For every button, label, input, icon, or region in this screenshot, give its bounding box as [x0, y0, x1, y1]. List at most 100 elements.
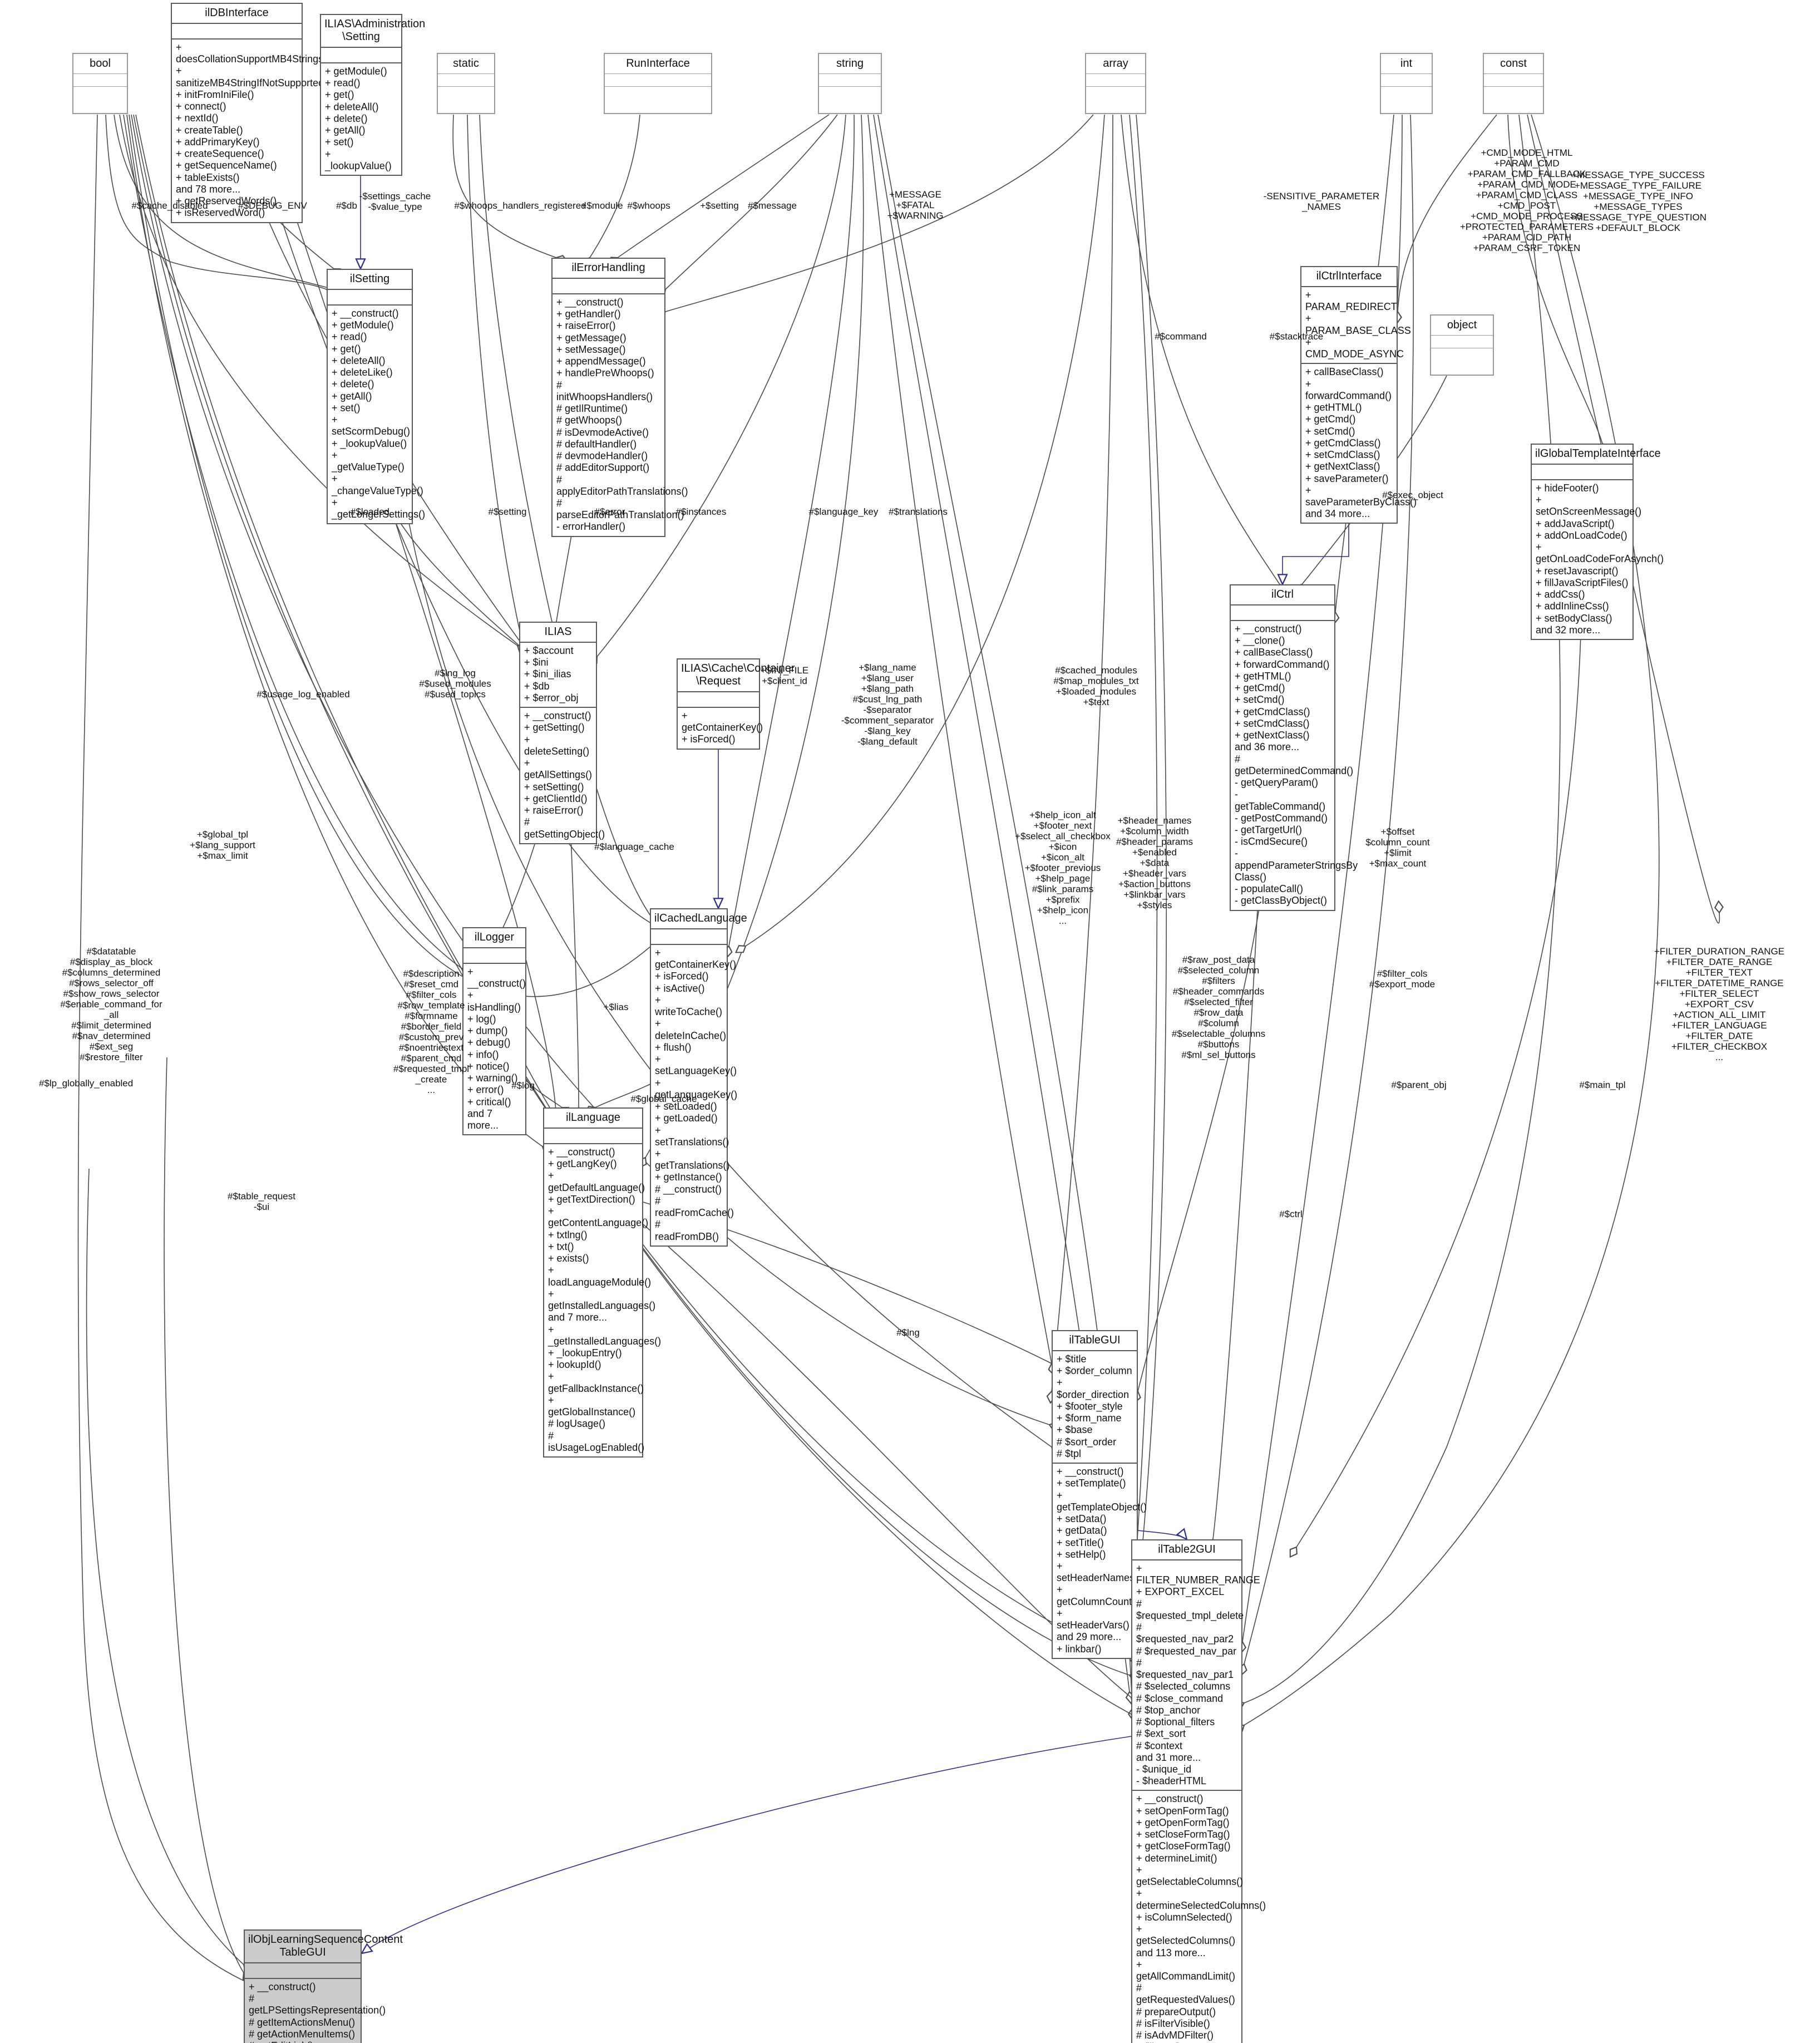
- class-operation: + getSetting(): [524, 722, 585, 733]
- edge-label-raw_post_data_block: #$raw_post_data #$selected_column #$filt…: [1171, 954, 1266, 1061]
- class-operation: + getColumnCount(): [1057, 1584, 1139, 1607]
- edge-label-stacktrace: #$stacktrace: [1269, 331, 1324, 342]
- class-node-title: ILIAS\Cache\Container \Request: [678, 659, 795, 692]
- class-node-string[interactable]: string: [818, 53, 882, 114]
- class-operation: + _getLongerSettings(): [332, 496, 426, 520]
- class-operation: + determineLimit(): [1136, 1852, 1217, 1864]
- class-operation: + setHelp(): [1057, 1548, 1106, 1560]
- class-node-operations: + __construct()+ isHandling()+ log()+ du…: [463, 964, 526, 1134]
- class-operation: + getSequenceName(): [176, 160, 277, 171]
- class-node-attributes: [819, 74, 881, 87]
- class-attribute: + PARAM_BASE_CLASS: [1305, 313, 1411, 336]
- class-operation: + setLanguageKey(): [655, 1054, 737, 1077]
- class-attribute: # $ext_sort: [1136, 1728, 1186, 1740]
- class-node-attributes: [328, 290, 412, 306]
- class-operation: # addEditorSupport(): [556, 462, 650, 474]
- class-operation: # devmodeHandler(): [556, 450, 648, 462]
- class-node-ilCtrlInterface[interactable]: ilCtrlInterface+ PARAM_REDIRECT+ PARAM_B…: [1300, 266, 1417, 524]
- edge-label-offset_block: +$offset $column_count +$limit +$max_cou…: [1365, 826, 1430, 869]
- class-operation: - getClassByObject(): [1235, 895, 1328, 907]
- class-node-ilObjLearningSequenceContentTableGUI[interactable]: ilObjLearningSequenceContent TableGUI+ _…: [244, 1929, 403, 2043]
- class-node-ILIAS[interactable]: ILIAS+ $account+ $ini+ $ini_ilias+ $db+ …: [519, 622, 605, 844]
- class-node-object[interactable]: object: [1430, 314, 1494, 376]
- edge-label-main_tpl: #$main_tpl: [1579, 1080, 1626, 1090]
- class-operation: + read(): [325, 77, 361, 89]
- class-node-ILIASCacheContainerRequest[interactable]: ILIAS\Cache\Container \Request + getConta…: [677, 658, 795, 750]
- class-operation: + getSelectedColumns(): [1136, 1923, 1236, 1947]
- class-operation: + getCmdClass(): [1235, 706, 1310, 717]
- class-attribute: # $selected_columns: [1136, 1681, 1231, 1692]
- edge-label-setting: +$setting: [700, 200, 739, 211]
- class-operation: # parseEditorPathTranslation(): [556, 497, 684, 521]
- class-operation: + read(): [332, 331, 367, 343]
- class-node-attributes: [1431, 336, 1493, 348]
- class-node-operations: + callBaseClass()+ forwardCommand()+ get…: [1301, 364, 1417, 523]
- class-operation: + saveParameterByClass(): [1305, 484, 1417, 508]
- class-node-bool[interactable]: bool: [72, 53, 128, 114]
- class-operation: + nextId(): [176, 112, 219, 124]
- edge-label-sensitive_parameter_names: -SENSITIVE_PARAMETER _NAMES: [1263, 191, 1380, 213]
- class-node-ilGlobalTemplateInterface[interactable]: ilGlobalTemplateInterface+ hideFooter()+…: [1531, 444, 1664, 641]
- class-operation: + writeToCache(): [655, 994, 723, 1018]
- class-operation: + callBaseClass(): [1235, 647, 1313, 658]
- edge-label-cmd_consts: +CMD_MODE_HTML +PARAM_CMD +PARAM_CMD_FAL…: [1459, 147, 1594, 254]
- class-operation: + getHTML(): [1305, 402, 1362, 413]
- edge-label-translations: #$translations: [889, 506, 948, 517]
- class-node-ilSetting[interactable]: ilSetting+ __construct()+ getModule()+ r…: [327, 269, 426, 525]
- class-node-ilCachedLanguage[interactable]: ilCachedLanguage+ getContainerKey()+ isF…: [650, 908, 747, 1247]
- class-node-title: ilErrorHandling: [553, 259, 664, 279]
- class-operation: + addPrimaryKey(): [176, 136, 260, 147]
- class-node-operations: + __construct()# getLPSettingsRepresenta…: [245, 1979, 386, 2043]
- class-operation: + deleteLike(): [332, 367, 393, 378]
- edge-label-alias: +$lias: [603, 1002, 629, 1012]
- class-node-static[interactable]: static: [437, 53, 495, 114]
- class-node-attributes: + FILTER_NUMBER_RANGE+ EXPORT_EXCEL# $re…: [1132, 1560, 1260, 1791]
- class-node-ILIASAdministrationSetting[interactable]: ILIAS\Administration \Setting+ getModule…: [320, 14, 425, 176]
- class-attribute: # $tpl: [1057, 1448, 1082, 1459]
- class-operation: - isCmdSecure(): [1235, 836, 1308, 848]
- class-operation: + deleteAll(): [325, 101, 379, 112]
- class-operation: # getActionMenuItems(): [249, 2028, 356, 2040]
- class-node-title: ilCtrlInterface: [1301, 267, 1397, 287]
- class-node-ilLogger[interactable]: ilLogger+ __construct()+ isHandling()+ l…: [462, 927, 526, 1136]
- class-attribute: + $order_direction: [1057, 1377, 1130, 1400]
- class-operation: + __construct(): [548, 1146, 615, 1158]
- class-operation: + warning(): [467, 1072, 518, 1084]
- class-operation: + deleteSetting(): [524, 733, 590, 757]
- class-operation: + getModule(): [332, 319, 394, 331]
- class-operation: + __construct(): [524, 710, 591, 722]
- class-operation: + saveParameter(): [1305, 472, 1389, 484]
- edge-label-ctrl: #$ctrl: [1279, 1209, 1303, 1219]
- class-node-array[interactable]: array: [1085, 53, 1146, 114]
- edge-label-message_consts: +MESSAGE_TYPE_SUCCESS +MESSAGE_TYPE_FAIL…: [1569, 170, 1707, 234]
- class-operation: + getNextClass(): [1235, 730, 1310, 741]
- class-node-RunInterface[interactable]: RunInterface: [604, 53, 712, 114]
- class-operation: + getContainerKey(): [682, 710, 763, 733]
- class-operation: + getTranslations(): [655, 1148, 730, 1171]
- class-node-ilErrorHandling[interactable]: ilErrorHandling+ __construct()+ getHandl…: [551, 258, 688, 537]
- class-operation: + determineSelectedColumns(): [1136, 1888, 1266, 1911]
- class-node-operations: + doesCollationSupportMB4Strings()+ sani…: [172, 40, 331, 222]
- class-attribute: + CMD_MODE_ASYNC: [1305, 336, 1404, 360]
- class-node-ilCtrl[interactable]: ilCtrl+ __construct()+ __clone()+ callBa…: [1230, 584, 1358, 911]
- class-operation: + __construct(): [467, 966, 526, 989]
- class-operation: + getLangKey(): [548, 1158, 617, 1170]
- class-node-int[interactable]: int: [1380, 53, 1433, 114]
- class-node-title: string: [819, 54, 881, 74]
- class-node-const[interactable]: const: [1483, 53, 1544, 114]
- class-node-ilDBInterface[interactable]: ilDBInterface+ doesCollationSupportMB4St…: [171, 3, 331, 223]
- class-operation: + isForced(): [682, 733, 736, 745]
- class-attribute: # $requested_nav_par: [1136, 1645, 1237, 1657]
- class-operation: + appendMessage(): [556, 356, 646, 367]
- class-operation: + error(): [467, 1084, 504, 1096]
- class-operation: - getTableCommand(): [1235, 789, 1326, 812]
- class-operation: + raiseError(): [556, 320, 616, 332]
- edge-label-db: #$db: [336, 200, 357, 211]
- class-operation: + txt(): [548, 1240, 574, 1252]
- class-node-ilTable2GUI[interactable]: ilTable2GUI+ FILTER_NUMBER_RANGE+ EXPORT…: [1131, 1539, 1266, 2043]
- edge-label-log: #$log: [511, 1080, 535, 1091]
- class-node-ilLanguage[interactable]: ilLanguage+ __construct()+ getLangKey()+…: [543, 1107, 661, 1458]
- class-node-ilTableGUI[interactable]: ilTableGUI+ $title+ $order_column+ $orde…: [1052, 1330, 1147, 1659]
- class-operation: + initFromIniFile(): [176, 88, 254, 100]
- class-node-attributes: [245, 1963, 361, 1979]
